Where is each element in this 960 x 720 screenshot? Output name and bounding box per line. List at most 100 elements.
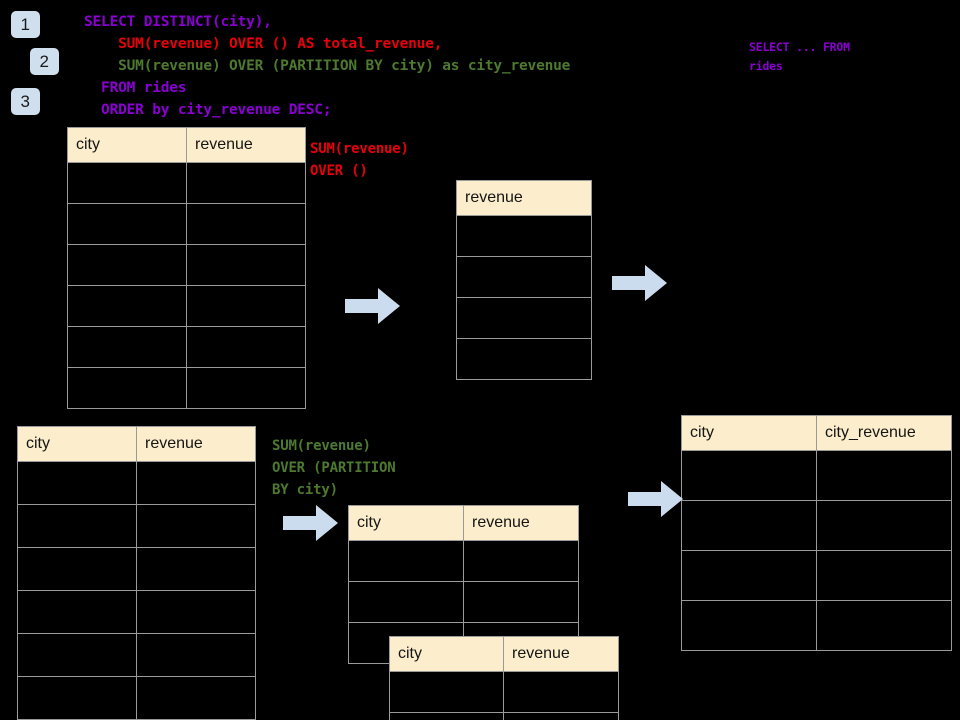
table-cell (456, 297, 592, 339)
table-cell (17, 504, 137, 548)
table-cell (17, 633, 137, 677)
table-cell (136, 676, 256, 720)
sql-line-from: FROM rides (84, 80, 187, 96)
table-cell (186, 367, 306, 409)
table-cell (456, 338, 592, 380)
table-total-revenue: revenue (456, 180, 592, 380)
table-body (17, 461, 256, 720)
table-row (681, 550, 952, 601)
side-note-select-from: SELECT ... FROM (749, 40, 850, 54)
table-cell (67, 367, 187, 409)
annotation-total-revenue-line1: SUM(revenue) (310, 141, 409, 157)
table-body (389, 671, 619, 720)
annotation-city-revenue-line1: SUM(revenue) (272, 438, 371, 454)
table-cell (816, 450, 952, 501)
column-header-revenue: revenue (136, 426, 256, 462)
table-header-row: city city_revenue (681, 415, 952, 451)
table-cell (136, 461, 256, 505)
table-row (348, 540, 579, 582)
table-row (17, 461, 256, 505)
table-cell (389, 712, 504, 720)
table-cell (136, 590, 256, 634)
table-header-row: revenue (456, 180, 592, 216)
table-row (67, 367, 306, 409)
table-cell (67, 244, 187, 286)
table-row (67, 285, 306, 327)
table-cell (186, 285, 306, 327)
table-cell (503, 712, 619, 720)
table-row (17, 590, 256, 634)
column-header-city: city (681, 415, 817, 451)
side-note-rides: rides (749, 59, 783, 73)
table-row (456, 256, 592, 298)
arrow-source-to-total-icon (345, 288, 400, 324)
table-cell (503, 671, 619, 713)
table-row (456, 297, 592, 339)
table-cell (681, 450, 817, 501)
table-cell (456, 215, 592, 257)
table-cell (816, 600, 952, 651)
table-cell (17, 461, 137, 505)
sql-line-total-revenue: SUM(revenue) OVER () AS total_revenue, (84, 36, 443, 52)
table-cell (136, 547, 256, 591)
table-row (456, 338, 592, 380)
table-cell (681, 550, 817, 601)
table-cell (67, 326, 187, 368)
step-badge-2: 2 (30, 48, 59, 75)
table-row (67, 203, 306, 245)
table-cell (136, 633, 256, 677)
step-badge-1: 1 (11, 11, 40, 38)
arrow-total-to-result-icon (612, 265, 667, 301)
table-row (67, 326, 306, 368)
table-header-row: city revenue (67, 127, 306, 163)
sql-line-order-by: ORDER by city_revenue DESC; (84, 102, 332, 118)
table-row (456, 215, 592, 257)
annotation-city-revenue-line2: OVER (PARTITION (272, 460, 396, 476)
table-source-top: city revenue (67, 127, 306, 409)
table-cell (17, 547, 137, 591)
sql-line-select: SELECT DISTINCT(city), (84, 14, 272, 30)
table-body (681, 450, 952, 651)
table-cell (463, 540, 579, 582)
table-cell (348, 540, 464, 582)
table-row (389, 671, 619, 713)
table-row (681, 450, 952, 501)
table-cell (389, 671, 504, 713)
table-row (67, 244, 306, 286)
step-badge-3: 3 (11, 88, 40, 115)
annotation-city-revenue-line3: BY city) (272, 482, 338, 498)
arrow-source-to-partition-icon (283, 505, 338, 541)
table-row (17, 633, 256, 677)
table-cell (17, 590, 137, 634)
column-header-city: city (389, 636, 504, 672)
table-body (456, 215, 592, 380)
table-row (681, 500, 952, 551)
table-row (348, 581, 579, 623)
table-cell (67, 203, 187, 245)
table-row (67, 162, 306, 204)
arrow-partition-to-result-icon (628, 481, 683, 517)
table-row (389, 712, 619, 720)
table-source-bottom: city revenue (17, 426, 256, 720)
table-cell (816, 500, 952, 551)
column-header-revenue: revenue (186, 127, 306, 163)
table-cell (681, 500, 817, 551)
table-cell (186, 203, 306, 245)
table-cell (456, 256, 592, 298)
table-body (67, 162, 306, 409)
column-header-city-revenue: city_revenue (816, 415, 952, 451)
table-cell (348, 581, 464, 623)
table-row (681, 600, 952, 651)
table-cell (681, 600, 817, 651)
table-header-row: city revenue (389, 636, 619, 672)
table-partition-front: city revenue (389, 636, 619, 720)
table-row (17, 676, 256, 720)
table-cell (186, 244, 306, 286)
table-cell (816, 550, 952, 601)
column-header-city: city (67, 127, 187, 163)
table-row (17, 504, 256, 548)
table-cell (67, 162, 187, 204)
table-header-row: city revenue (17, 426, 256, 462)
table-row (17, 547, 256, 591)
